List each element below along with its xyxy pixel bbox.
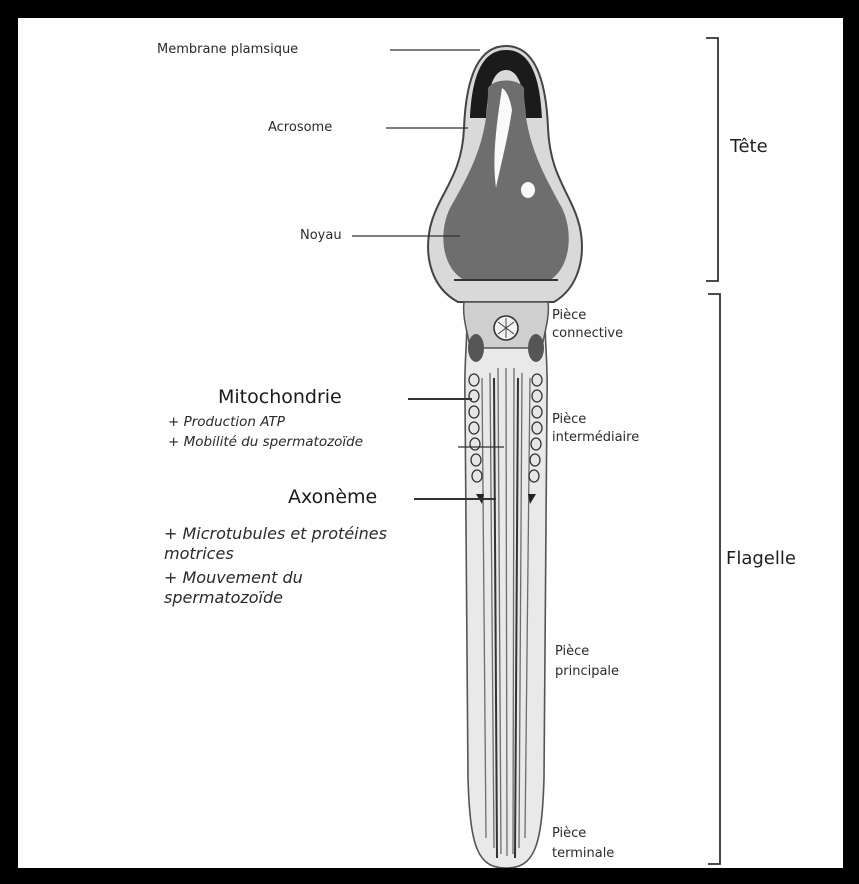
label-membrane: Membrane plamsique (157, 42, 298, 58)
label-piece-terminale-2: terminale (552, 846, 614, 862)
spermatozoon-diagram (18, 18, 843, 868)
connective-right-body (528, 334, 544, 362)
label-tete: Tête (730, 136, 768, 158)
label-piece-terminale-1: Pièce (552, 826, 586, 842)
axo-note-1: + Microtubules et protéines (164, 524, 387, 543)
label-mitochondrie: Mitochondrie (218, 386, 342, 409)
acrosome-vacuole (521, 182, 535, 198)
label-piece-connective-1: Pièce (552, 308, 586, 324)
brace-tete (706, 38, 718, 281)
figure-panel: Membrane plamsique Acrosome Noyau Mitoch… (18, 18, 843, 868)
brace-flagelle (708, 294, 720, 864)
label-noyau: Noyau (300, 228, 342, 244)
mito-note-1: + Production ATP (168, 414, 285, 430)
label-flagelle: Flagelle (726, 548, 796, 570)
label-piece-connective-2: connective (552, 326, 623, 342)
label-piece-principale-2: principale (555, 664, 619, 680)
axo-note-3: + Mouvement du (164, 568, 303, 587)
axo-note-2: motrices (164, 544, 234, 563)
label-axoneme: Axonème (288, 486, 377, 509)
label-acrosome: Acrosome (268, 120, 332, 136)
mito-note-2: + Mobilité du spermatozoïde (168, 434, 363, 450)
label-piece-intermediaire-1: Pièce (552, 412, 586, 428)
connective-left-body (468, 334, 484, 362)
axo-note-4: spermatozoïde (164, 588, 283, 607)
figure-frame: Membrane plamsique Acrosome Noyau Mitoch… (4, 4, 855, 880)
label-piece-intermediaire-2: intermédiaire (552, 430, 639, 446)
label-piece-principale-1: Pièce (555, 644, 589, 660)
